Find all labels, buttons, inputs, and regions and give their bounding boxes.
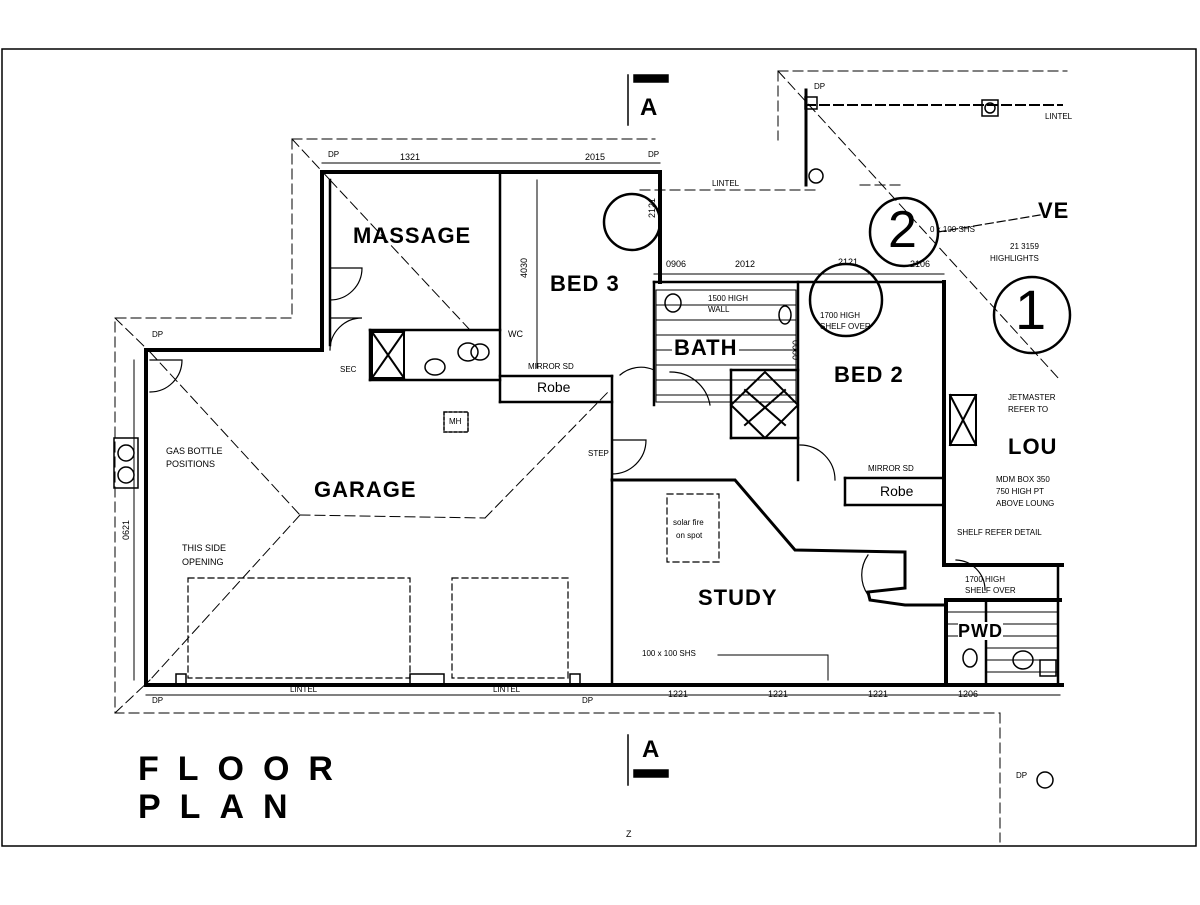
dim-0900: 0900	[791, 339, 801, 360]
note-shs-verandah: 0 x 100 SHS	[930, 225, 975, 234]
note-mirror-sd-bed2: MIRROR SD	[868, 464, 914, 473]
note-1500-high: 1500 HIGH	[708, 294, 749, 303]
note-high-pt: 750 HIGH PT	[996, 487, 1045, 496]
note-solar-fire: solar fire	[673, 518, 704, 527]
note-dp-5: DP	[582, 696, 594, 705]
room-label-bath: BATH	[672, 335, 740, 360]
wc-label: WC	[508, 329, 523, 339]
dim-1321: 1321	[400, 152, 421, 162]
shower-boxes	[370, 330, 978, 447]
room-label-massage: MASSAGE	[353, 223, 472, 248]
note-pwd-1700-high: 1700 HIGH	[965, 575, 1006, 584]
note-lintel-garage-1: LINTEL	[290, 685, 318, 694]
north-marker: Z	[626, 829, 632, 839]
dim-1206: 1206	[958, 689, 979, 699]
note-pwd-shelf-over: SHELF OVER	[965, 586, 1016, 595]
note-lintel-garage-2: LINTEL	[493, 685, 521, 694]
note-this-side: THIS SIDE	[182, 543, 227, 553]
note-shs-study: 100 x 100 SHS	[642, 649, 696, 658]
dim-2121-bed2: 2121	[838, 257, 859, 267]
note-dp-1: DP	[328, 150, 340, 159]
note-lintel-verandah: LINTEL	[1045, 112, 1073, 121]
note-mdm-box: MDM BOX 350	[996, 475, 1050, 484]
posts	[175, 96, 1057, 789]
section-markers	[627, 74, 669, 786]
note-dp-7: DP	[1016, 771, 1028, 780]
external-walls	[144, 88, 1064, 687]
room-label-bed2: BED 2	[834, 362, 904, 387]
note-lintel-bed3: LINTEL	[712, 179, 740, 188]
dim-2121-bed3: 2121	[647, 197, 657, 218]
note-on-spot: on spot	[676, 531, 703, 540]
note-dim-21: 21 3159	[1010, 242, 1039, 251]
note-mirror-sd-bed3: MIRROR SD	[528, 362, 574, 371]
room-label-garage: GARAGE	[314, 477, 417, 502]
note-refer-to: REFER TO	[1008, 405, 1049, 414]
dim-1221-a: 1221	[668, 689, 689, 699]
note-dp-6: DP	[814, 82, 826, 91]
door-swings	[149, 267, 986, 596]
note-step: STEP	[588, 449, 609, 458]
note-wall: WALL	[708, 305, 730, 314]
note-shelf-refer: SHELF REFER DETAIL	[957, 528, 1042, 537]
room-label-pwd: PWD	[958, 621, 1003, 641]
section-marker-bottom: A	[642, 736, 660, 763]
dim-1221-c: 1221	[868, 689, 889, 699]
robe-label-bed2: Robe	[880, 483, 914, 499]
dim-1221-b: 1221	[768, 689, 789, 699]
dimension-lines	[133, 162, 1061, 696]
note-dp-4: DP	[152, 696, 164, 705]
room-label-verandah: VE	[1038, 198, 1070, 223]
note-jetmaster: JETMASTER	[1008, 393, 1056, 402]
garage-doors	[187, 493, 720, 679]
sheet-border	[1, 48, 1197, 847]
note-opening: OPENING	[182, 557, 224, 567]
room-label-study: STUDY	[698, 585, 778, 610]
note-1700-high: 1700 HIGH	[820, 311, 861, 320]
callout-circles	[602, 192, 1072, 355]
room-label-lounge: LOU	[1008, 434, 1058, 459]
drawing-title-line2: PLAN	[138, 788, 307, 826]
callout-2: 2	[888, 201, 917, 259]
robe-label-bed3: Robe	[537, 379, 571, 395]
dim-2106: 2106	[910, 259, 931, 269]
dim-2015: 2015	[585, 152, 606, 162]
note-sec: SEC	[340, 365, 357, 374]
room-label-bed3: BED 3	[550, 271, 620, 296]
dim-2012: 2012	[735, 259, 756, 269]
note-highlights: HIGHLIGHTS	[990, 254, 1039, 263]
note-above-lounge: ABOVE LOUNG	[996, 499, 1055, 508]
section-marker-top: A	[640, 94, 658, 121]
note-dp-3: DP	[152, 330, 164, 339]
internal-walls	[328, 170, 1060, 687]
drawing-title-line1: FLOOR	[138, 750, 352, 788]
note-shelf-over: SHELF OVER	[820, 322, 871, 331]
note-dp-2: DP	[648, 150, 660, 159]
dim-4030: 4030	[519, 257, 529, 278]
study-angled-wall	[610, 478, 948, 607]
note-gas-positions: POSITIONS	[166, 459, 216, 469]
manhole-label: MH	[449, 417, 462, 426]
callout-1: 1	[1015, 278, 1047, 341]
note-gas-bottle: GAS BOTTLE	[166, 446, 223, 456]
dim-0906: 0906	[666, 259, 687, 269]
dim-0621: 0621	[121, 519, 131, 540]
